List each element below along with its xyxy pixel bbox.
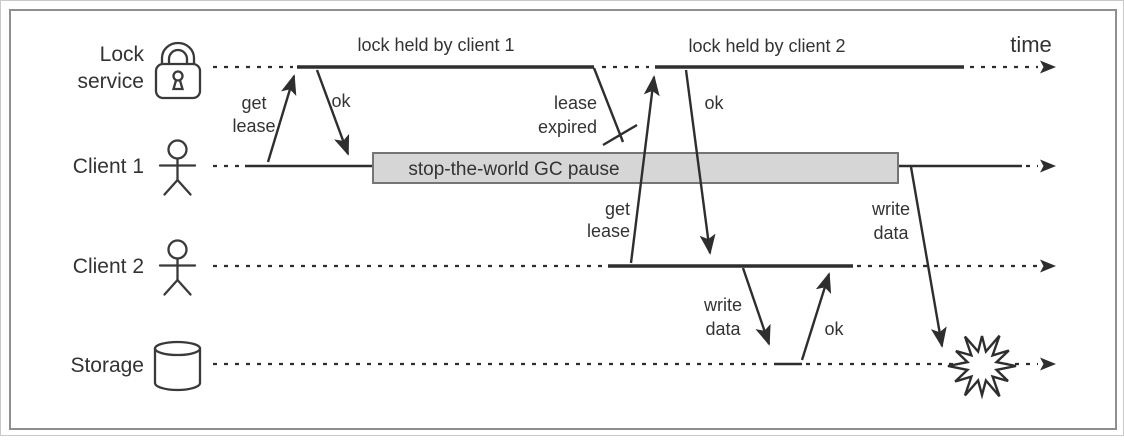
get-lease1-label-line2: lease (232, 116, 275, 136)
write-data-c1-label-line2: data (873, 223, 909, 243)
person1-leg-right (176, 178, 192, 196)
lock-held-by-client2-label: lock held by client 2 (688, 36, 845, 56)
ok3-label: ok (824, 319, 844, 339)
padlock-keyhole-stem (171, 79, 185, 91)
lock-held-by-client1-label: lock held by client 1 (357, 35, 514, 55)
lane-label-lock-service-line1: Lock (100, 43, 145, 66)
conflict-explosion-icon (947, 334, 1017, 400)
person2-leg-left (163, 278, 179, 296)
write-data-c2-label-line2: data (705, 319, 741, 339)
padlock-keyhole-circle (172, 70, 184, 82)
client1-stale-write-data-arrow (909, 166, 947, 348)
database-body (153, 347, 202, 392)
padlock-icon (154, 41, 202, 100)
client2-time-arrowhead (1040, 259, 1056, 273)
lock-ok-to-client2-arrow (684, 69, 716, 255)
lane-label-lock-service-line2: service (77, 70, 144, 93)
gc-pause-box (372, 152, 899, 184)
lock-ok-to-client1-arrow (315, 69, 350, 156)
time-axis-label: time (1010, 32, 1052, 57)
client2-get-lease-arrow (629, 75, 660, 264)
figure-frame (9, 9, 1117, 430)
get-lease1-label-line1: get (241, 93, 266, 113)
ok1-label: ok (331, 91, 351, 111)
database-icon (153, 340, 202, 392)
lease-expired-cross-mark (602, 123, 638, 147)
person2-leg-right (176, 278, 192, 296)
ok2-label: ok (704, 93, 724, 113)
gc-pause-label: stop-the-world GC pause (408, 159, 619, 180)
padlock-shackle-inner (167, 48, 189, 66)
lane-label-client2: Client 2 (73, 255, 144, 278)
person1-leg-left (163, 178, 179, 196)
lock-service-time-arrowhead (1040, 60, 1056, 74)
padlock-shackle-outer (160, 41, 196, 66)
storage-time-arrowhead (1040, 357, 1056, 371)
write-data-c1-label-line1: write (871, 199, 910, 219)
client2-write-data-arrow (741, 267, 771, 346)
person-icon (158, 239, 197, 296)
lease-expired-label-line1: lease (554, 93, 597, 113)
client1-get-lease-arrow (266, 74, 297, 163)
write-data-c2-label-line1: write (703, 295, 742, 315)
client1-time-arrowhead (1040, 159, 1056, 173)
storage-ok-to-client2-arrow (800, 272, 832, 361)
lease-expiry-slope (592, 67, 625, 143)
get-lease2-label-line2: lease (587, 221, 630, 241)
lane-label-storage: Storage (70, 354, 144, 377)
lane-label-client1: Client 1 (73, 155, 144, 178)
get-lease2-label-line1: get (605, 199, 630, 219)
lease-expired-label-line2: expired (538, 117, 597, 137)
database-top (153, 340, 202, 357)
padlock-body (154, 62, 202, 100)
person-icon (158, 139, 197, 196)
